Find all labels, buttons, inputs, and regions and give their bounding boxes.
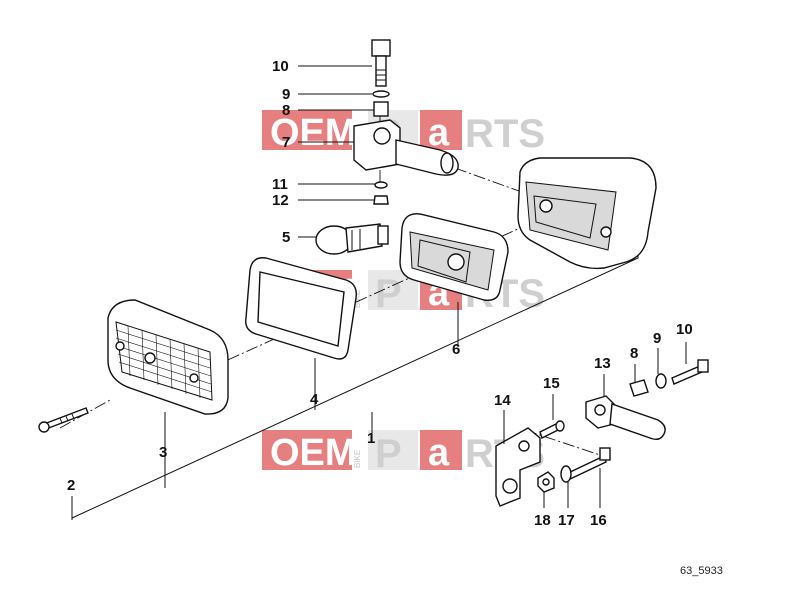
callout-5: 5 [282,229,290,246]
callout-9: 9 [282,86,290,103]
callout-18: 18 [534,512,551,529]
callout-11: 11 [272,176,288,193]
screw-part-2 [38,407,89,433]
callout-14: 14 [494,392,511,409]
reflector-part-6 [399,213,509,301]
svg-text:BIKE: BIKE [353,290,362,308]
svg-text:P: P [375,272,402,316]
stem-part-7 [353,119,459,176]
callout-3: 3 [159,444,167,461]
bolt-part-10 [371,39,391,87]
svg-text:RTS: RTS [465,112,545,156]
callout-15: 15 [543,375,560,392]
callout-10b: 10 [676,321,693,338]
callout-2: 2 [67,477,75,494]
gasket-part-4 [245,257,357,360]
nut-part-12 [373,195,389,205]
svg-text:OEM: OEM [270,432,357,474]
callout-1: 1 [367,430,375,447]
lens-part-3 [107,299,229,415]
washer-part-17 [560,465,572,483]
callout-17: 17 [558,512,575,529]
callout-13: 13 [594,355,611,372]
callout-7: 7 [282,134,290,151]
stem-part-13 [585,395,666,441]
diagram-reference: 63_5933 [680,565,723,577]
svg-text:P: P [375,432,402,476]
sleeve-part-8 [373,101,389,117]
bracket-part-14 [495,427,541,507]
svg-text:a: a [428,432,450,474]
callout-12: 12 [272,192,289,209]
callout-8b: 8 [630,345,638,362]
svg-text:a: a [428,112,450,154]
nut-part-18 [537,471,555,493]
housing-part-1 [517,157,657,270]
washer-part-9b [655,373,667,389]
bolt-part-10b [671,359,709,385]
callout-16: 16 [590,512,607,529]
callout-8: 8 [282,102,290,119]
callouts: 10 9 8 7 11 12 5 6 4 3 1 2 14 15 13 8 9 … [67,58,693,529]
leader-lines [298,65,687,508]
washer-part-11 [374,181,388,189]
callout-10: 10 [272,58,289,75]
screw-part-15 [539,420,565,439]
sleeve-part-8b [629,379,649,397]
washer-part-9 [372,90,390,98]
callout-4: 4 [310,391,319,408]
bolt-part-16 [565,447,611,481]
svg-text:BIKE: BIKE [353,450,362,468]
callout-9b: 9 [653,330,661,347]
callout-6: 6 [452,341,460,358]
svg-text:OEM: OEM [270,112,357,154]
bulb-part-5 [315,223,389,255]
